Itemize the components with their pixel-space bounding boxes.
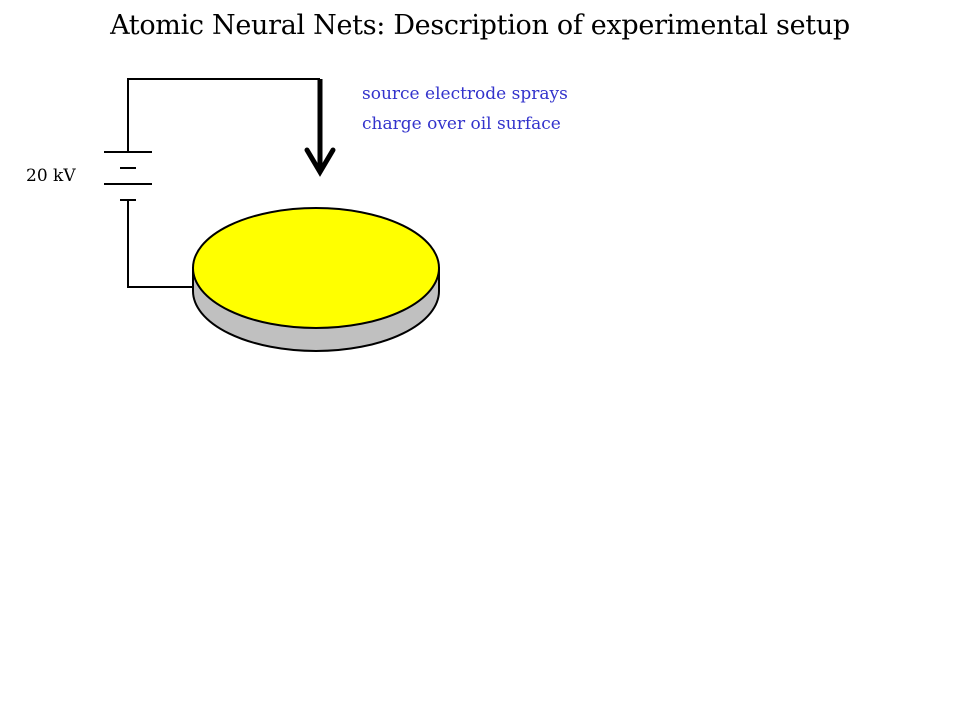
electrode-arrowhead xyxy=(304,147,336,177)
voltage-label: 20 kV xyxy=(26,166,76,186)
slide-title: Atomic Neural Nets: Description of exper… xyxy=(110,10,850,41)
bottom-wire xyxy=(127,200,193,288)
oil-dish xyxy=(192,207,440,352)
annotation-line-2: charge over oil surface xyxy=(362,114,561,134)
oil-surface xyxy=(192,207,440,329)
battery-symbol-icon xyxy=(104,151,152,201)
circuit-wires xyxy=(127,78,320,288)
down-arrow-electrode-icon xyxy=(304,79,336,177)
annotation-line-1: source electrode sprays xyxy=(362,84,568,104)
top-wire xyxy=(127,78,320,152)
